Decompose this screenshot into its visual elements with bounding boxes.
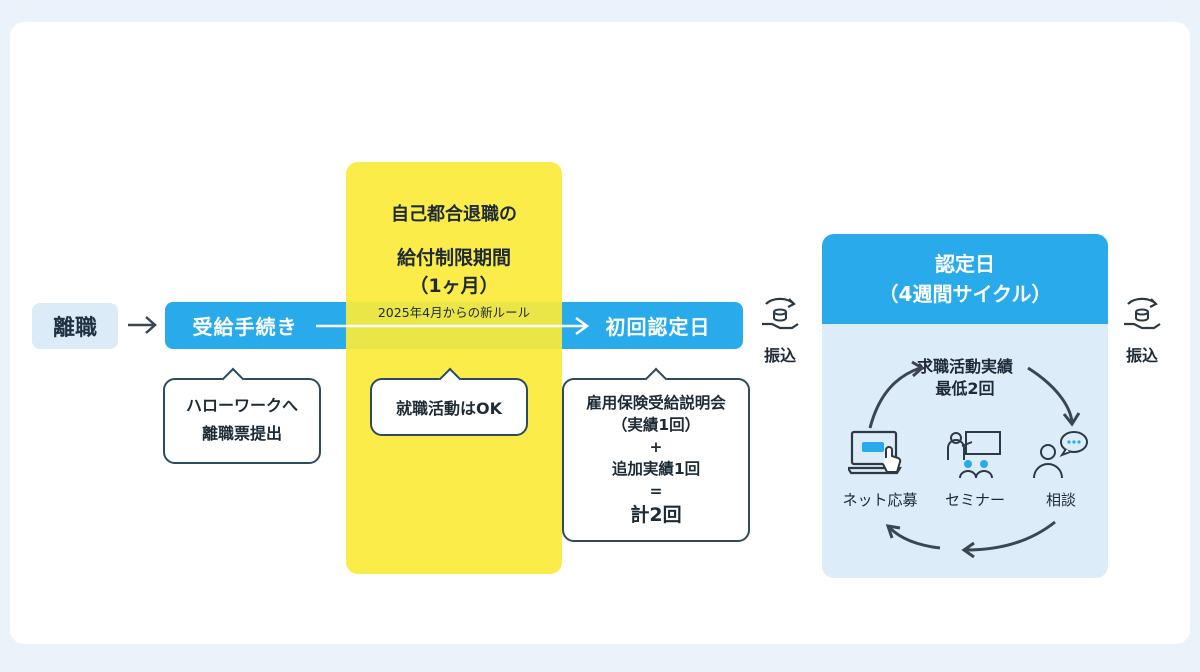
restriction-period-text: 自己都合退職の 給付制限期間 （1ヶ月） 2025年4月からの新ルール [346, 200, 562, 321]
restriction-line3: （1ヶ月） [409, 275, 499, 297]
callout-seminar: 雇用保険受給説明会 （実績1回） + 追加実績1回 = 計2回 [562, 367, 750, 542]
callout-hellowork-line1: ハローワークへ [185, 396, 298, 415]
callout-hellowork: ハローワークへ 離職票提出 [163, 367, 321, 464]
cycle-title-line2: 最低2回 [935, 379, 995, 398]
arrow-right-icon [316, 316, 590, 336]
restriction-line1: 自己都合退職の [391, 204, 517, 225]
callout-plus: + [649, 438, 663, 456]
step-jukyu-tetsuzuki: 受給手続き [192, 315, 298, 339]
restriction-line2: 給付制限期間 [396, 247, 511, 269]
cycle-arrows [868, 360, 1081, 559]
nintei-panel-header: 認定日 （4週間サイクル） [822, 234, 1108, 324]
step-rishoku: 離職 [32, 303, 118, 349]
laptop-icon [848, 430, 902, 475]
activity-soudan: 相談 [1045, 491, 1076, 509]
nintei-panel-subtitle: （4週間サイクル） [878, 282, 1052, 306]
step-rishoku-label: 離職 [52, 316, 97, 341]
money-transfer-icon [1124, 297, 1161, 330]
transfer-label: 振込 [1125, 346, 1158, 365]
step-shokai-nintei: 初回認定日 [605, 315, 711, 339]
activity-seminar: セミナー [944, 491, 1005, 509]
restriction-note: 2025年4月からの新ルール [377, 305, 531, 320]
money-transfer-icon [762, 297, 799, 330]
callout-equals: = [649, 482, 663, 500]
consultation-icon [1033, 431, 1088, 479]
nintei-panel-title: 認定日 [935, 252, 995, 276]
cycle-title-line1: 求職活動実績 [916, 357, 1013, 376]
callout-job-ok: 就職活動はOK [370, 367, 528, 436]
transfer-label: 振込 [763, 346, 796, 365]
activity-net-oubo: ネット応募 [842, 491, 918, 509]
seminar-icon [947, 431, 1001, 479]
callout-seminar-line3: 追加実績1回 [611, 460, 701, 478]
restriction-period-block [346, 162, 562, 574]
callout-job-ok-text: 就職活動はOK [395, 399, 502, 418]
callout-seminar-total: 計2回 [630, 504, 682, 526]
callout-seminar-line2: （実績1回） [611, 416, 701, 434]
cycle-title: 求職活動実績 最低2回 [870, 356, 1060, 400]
arrow-right-icon [128, 316, 157, 334]
callout-seminar-line1: 雇用保険受給説明会 [586, 394, 726, 412]
callout-hellowork-line2: 離職票提出 [201, 424, 282, 443]
